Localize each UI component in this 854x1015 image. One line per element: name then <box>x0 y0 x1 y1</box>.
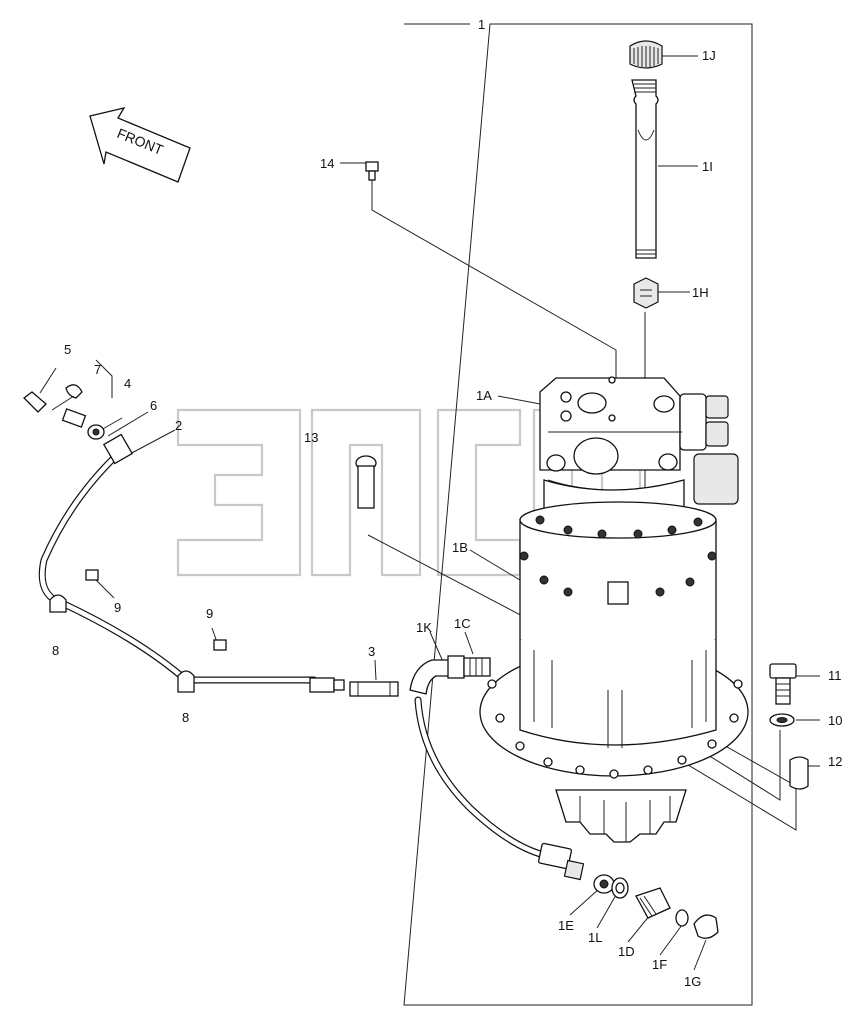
callout-11: 11 <box>828 668 842 683</box>
callout-labels: 1 1J 1I 14 1H 1A 5 7 4 6 2 13 1B 9 9 8 8… <box>52 17 842 989</box>
o-ring-1F <box>675 909 689 927</box>
clamp-8a <box>49 594 67 613</box>
front-arrow: FRONT <box>89 107 191 183</box>
clamp-8b <box>177 670 195 693</box>
callout-8b: 8 <box>182 710 189 725</box>
pin-13 <box>355 455 377 509</box>
cap-1J <box>629 40 663 69</box>
elbow-1K <box>409 655 465 695</box>
fitting-1H <box>633 277 659 309</box>
washer-1L <box>611 877 629 899</box>
callout-1G: 1G <box>684 974 701 989</box>
callout-7: 7 <box>94 362 101 377</box>
swing-motor-body <box>479 376 749 843</box>
hose-assembly-2 <box>38 433 345 693</box>
callout-5: 5 <box>64 342 71 357</box>
dipstick-tube-1I <box>631 79 659 259</box>
callout-1L: 1L <box>588 930 602 945</box>
callout-8a: 8 <box>52 643 59 658</box>
callout-1H: 1H <box>692 285 709 300</box>
callout-1K: 1K <box>416 620 432 635</box>
coupling-3 <box>349 681 399 697</box>
callout-1: 1 <box>478 17 485 32</box>
bolt-9a <box>85 569 99 581</box>
callout-1I: 1I <box>702 159 713 174</box>
callout-14: 14 <box>320 156 334 171</box>
callout-6: 6 <box>150 398 157 413</box>
fitting-1D <box>635 887 671 919</box>
washer-10 <box>769 713 795 727</box>
callout-1C: 1C <box>454 616 471 631</box>
small-parts-5-7-4-6 <box>23 384 105 440</box>
callout-1J: 1J <box>702 48 716 63</box>
plug-1G <box>693 914 719 939</box>
bolt-14 <box>365 161 379 181</box>
callout-9b: 9 <box>206 606 213 621</box>
callout-1B: 1B <box>452 540 468 555</box>
fitting-1C <box>463 657 491 677</box>
callout-12: 12 <box>828 754 842 769</box>
bolt-11 <box>769 663 797 705</box>
callout-1D: 1D <box>618 944 635 959</box>
drain-hose <box>414 696 585 881</box>
callout-1F: 1F <box>652 957 667 972</box>
callout-4: 4 <box>124 376 131 391</box>
callout-10: 10 <box>828 713 842 728</box>
nut-1E <box>593 874 615 894</box>
bolt-9b <box>213 639 227 651</box>
callout-13: 13 <box>304 430 318 445</box>
sleeve-12 <box>789 756 809 790</box>
callout-9a: 9 <box>114 600 121 615</box>
callout-1E: 1E <box>558 918 574 933</box>
callout-2: 2 <box>175 418 182 433</box>
callout-3: 3 <box>368 644 375 659</box>
callout-1A: 1A <box>476 388 492 403</box>
